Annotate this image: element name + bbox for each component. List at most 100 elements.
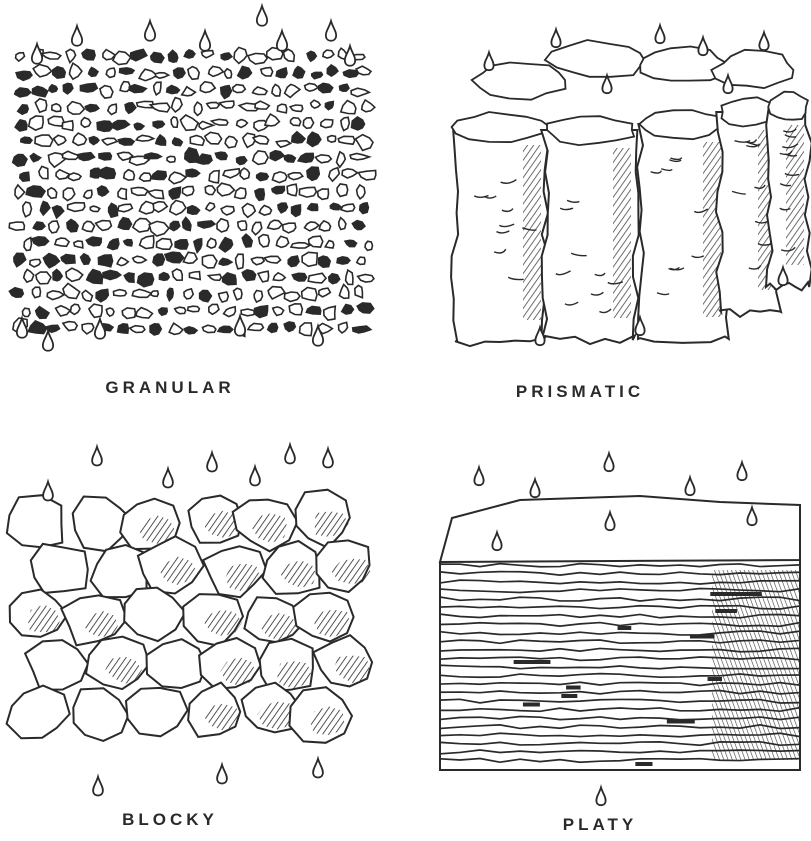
soil-granule bbox=[150, 103, 170, 112]
soil-granule bbox=[365, 241, 373, 250]
water-drop-icon bbox=[759, 32, 768, 50]
soil-granule bbox=[319, 256, 331, 267]
prismatic-label: PRISMATIC bbox=[450, 382, 710, 402]
soil-granule bbox=[89, 68, 98, 77]
soil-granule bbox=[53, 206, 64, 218]
soil-granule bbox=[175, 240, 188, 249]
soil-granule bbox=[175, 307, 186, 314]
soil-granule bbox=[242, 204, 255, 218]
soil-granule bbox=[48, 188, 57, 199]
soil-granule bbox=[287, 184, 297, 196]
soil-granule bbox=[325, 102, 333, 110]
soil-granule bbox=[182, 87, 196, 96]
soil-granule bbox=[89, 137, 99, 145]
soil-granule bbox=[277, 104, 286, 113]
soil-granule bbox=[268, 324, 278, 333]
soil-granule bbox=[307, 132, 321, 146]
soil-granule bbox=[218, 326, 233, 332]
soil-granule bbox=[48, 116, 64, 126]
soil-granule bbox=[61, 255, 75, 264]
granular-panel bbox=[9, 6, 376, 351]
soil-granule bbox=[132, 289, 151, 297]
soil-granule bbox=[220, 101, 234, 108]
soil-granule bbox=[68, 203, 85, 212]
soil-granule bbox=[340, 84, 350, 91]
soil-granule bbox=[209, 66, 224, 76]
soil-granule bbox=[82, 290, 92, 301]
soil-granule bbox=[356, 66, 371, 75]
soil-granule bbox=[319, 288, 331, 297]
soil-granule bbox=[40, 202, 49, 216]
soil-granule bbox=[276, 141, 290, 148]
soil-granule bbox=[270, 151, 284, 161]
soil-granule bbox=[350, 154, 369, 160]
soil-granule bbox=[352, 221, 365, 230]
soil-granule bbox=[157, 239, 173, 250]
soil-granule bbox=[80, 84, 97, 93]
soil-granule bbox=[207, 102, 220, 108]
water-drop-icon bbox=[95, 319, 105, 339]
soil-granule bbox=[337, 184, 348, 197]
soil-granule bbox=[258, 271, 269, 282]
soil-granule bbox=[235, 188, 246, 199]
water-drop-icon bbox=[737, 462, 746, 480]
soil-granule bbox=[42, 52, 61, 59]
water-drop-icon bbox=[596, 787, 605, 805]
soil-granule bbox=[153, 121, 164, 128]
soil-granule bbox=[357, 185, 365, 199]
soil-granule bbox=[53, 270, 62, 281]
soil-granule bbox=[200, 82, 215, 93]
water-drop-icon bbox=[163, 469, 173, 488]
water-drop-icon bbox=[250, 467, 260, 486]
soil-granule bbox=[16, 53, 25, 61]
soil-granule bbox=[305, 84, 319, 92]
soil-granule bbox=[219, 258, 232, 265]
soil-granule bbox=[102, 138, 117, 145]
soil-granule bbox=[242, 234, 252, 247]
soil-granule bbox=[14, 253, 26, 266]
soil-granule bbox=[133, 256, 147, 263]
soil-granule bbox=[221, 206, 234, 215]
soil-granule bbox=[71, 304, 81, 314]
soil-granule bbox=[66, 49, 76, 62]
soil-granule bbox=[224, 307, 236, 317]
soil-granule bbox=[159, 308, 168, 315]
soil-granule bbox=[154, 82, 161, 95]
soil-granule bbox=[257, 173, 269, 181]
soil-granule bbox=[188, 306, 200, 312]
prismatic-panel bbox=[451, 25, 811, 346]
soil-granule bbox=[197, 154, 212, 164]
soil-granule bbox=[190, 136, 204, 146]
soil-granule bbox=[63, 188, 75, 201]
soil-granule bbox=[233, 85, 246, 93]
soil-granule bbox=[36, 307, 49, 319]
soil-granule bbox=[242, 270, 255, 281]
soil-granule bbox=[54, 135, 66, 145]
plate-crack bbox=[635, 762, 652, 766]
soil-granule bbox=[23, 308, 31, 316]
soil-granule bbox=[74, 241, 83, 248]
plate-crack bbox=[690, 635, 715, 639]
soil-block bbox=[124, 588, 185, 642]
soil-granule bbox=[140, 236, 154, 249]
soil-granule bbox=[148, 190, 163, 199]
soil-granule bbox=[99, 167, 115, 178]
soil-granule bbox=[329, 168, 340, 182]
soil-granule bbox=[118, 138, 134, 145]
soil-granule bbox=[200, 290, 212, 301]
soil-granule bbox=[86, 237, 101, 246]
soil-granule bbox=[278, 203, 288, 213]
soil-granule bbox=[96, 289, 108, 301]
soil-granule bbox=[124, 240, 132, 246]
soil-granule bbox=[89, 304, 102, 317]
soil-granule bbox=[319, 83, 333, 92]
soil-granule bbox=[82, 221, 94, 231]
soil-granule bbox=[206, 203, 215, 211]
soil-granule bbox=[238, 221, 247, 230]
soil-granule bbox=[308, 273, 326, 283]
soil-granule bbox=[223, 273, 236, 285]
soil-granule bbox=[253, 151, 268, 165]
soil-granule bbox=[118, 218, 131, 230]
prism-shadow bbox=[613, 148, 631, 318]
